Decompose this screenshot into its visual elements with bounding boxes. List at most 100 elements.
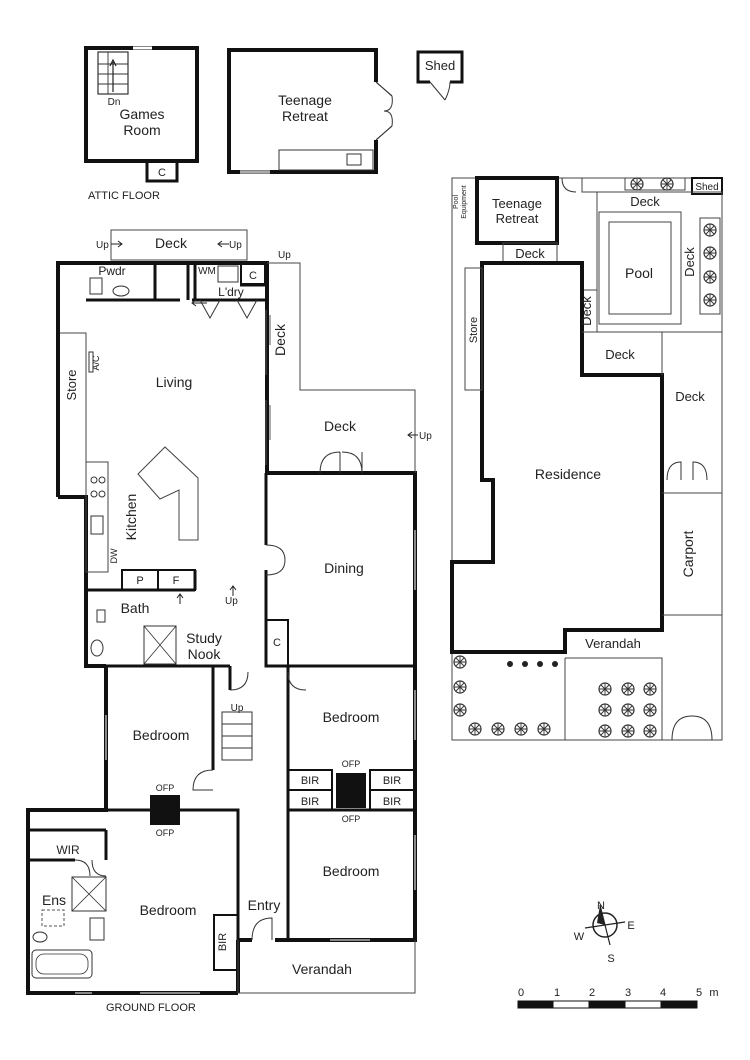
kitchen-island xyxy=(137,446,199,541)
bath-label: Bath xyxy=(121,600,150,616)
hall-cupboard xyxy=(265,619,289,667)
pool-equipment-label: Pool xyxy=(453,195,460,209)
dining-label: Dining xyxy=(324,560,364,576)
compass-n: N xyxy=(597,900,605,912)
site-teenage-label-line2: Retreat xyxy=(496,211,539,226)
site-verandah-label: Verandah xyxy=(585,636,641,651)
french-doors xyxy=(319,451,363,474)
fridge xyxy=(157,569,196,591)
up-label: Up xyxy=(278,250,291,261)
scale-tick-1: 1 xyxy=(554,987,560,999)
laundry-label: L'dry xyxy=(218,285,244,299)
retreat-bench xyxy=(278,149,374,171)
wm-box xyxy=(217,265,239,283)
site-shed-label: Shed xyxy=(695,182,718,193)
arrow-icon xyxy=(111,240,123,248)
ensuite-shower xyxy=(71,876,107,912)
verandah-label: Verandah xyxy=(292,961,352,977)
gate-icon xyxy=(666,461,708,481)
teenage-retreat-label-line1: Teenage xyxy=(278,92,332,108)
arrow-icon xyxy=(217,240,229,248)
pool-label: Pool xyxy=(625,265,653,281)
bir-label: BIR xyxy=(301,775,319,787)
site-store-label: Store xyxy=(468,317,480,343)
bedroom-1-label: Bedroom xyxy=(133,727,190,743)
dw-label: DW xyxy=(109,548,119,563)
toilet-icon xyxy=(32,931,48,943)
bedroom-3-label: Bedroom xyxy=(323,863,380,879)
deck-top xyxy=(110,229,248,261)
attic-floor-label: ATTIC FLOOR xyxy=(88,190,160,202)
scale-tick-3: 3 xyxy=(625,987,631,999)
residence-walls xyxy=(450,261,664,654)
site-shed xyxy=(691,177,723,195)
site-deck-lower-label: Deck xyxy=(605,347,635,362)
site-teenage-label-line1: Teenage xyxy=(492,196,542,211)
ofp-label: OFP xyxy=(156,828,175,838)
compass-w: W xyxy=(574,931,585,943)
wm-label: WM xyxy=(198,266,216,277)
hall-cupboard-label: C xyxy=(273,637,281,649)
up-label: Up xyxy=(419,431,432,442)
pool-equipment-label-2: Equipment xyxy=(461,185,468,219)
store-left xyxy=(58,332,87,498)
bir-label: BIR xyxy=(301,796,319,808)
pool-deck xyxy=(596,191,723,333)
fireplace-left xyxy=(150,795,180,825)
shed-label: Shed xyxy=(425,58,455,73)
toilet-icon xyxy=(112,285,130,297)
attic-cupboard-label: C xyxy=(158,167,166,179)
scale-tick-5: 5 xyxy=(696,987,702,999)
up-label: Up xyxy=(229,240,242,251)
verandah xyxy=(237,940,416,994)
fireplace-right xyxy=(336,773,366,808)
teenage-retreat-walls xyxy=(227,48,378,174)
kitchen-label: Kitchen xyxy=(123,494,139,541)
games-room-walls xyxy=(84,46,199,163)
ofp-label: OFP xyxy=(342,759,361,769)
compass-s: S xyxy=(607,953,614,965)
games-room-label-line2: Room xyxy=(123,122,160,138)
site-deck-label: Deck xyxy=(515,246,545,261)
bir-label: BIR xyxy=(383,796,401,808)
bedroom-2-label: Bedroom xyxy=(323,709,380,725)
bir-box xyxy=(287,789,333,811)
pool-equipment-line1: Pool xyxy=(453,195,460,209)
study-nook-label-line1: Study xyxy=(186,630,222,646)
teenage-retreat-label-line2: Retreat xyxy=(282,108,328,124)
scale-tick-4: 4 xyxy=(660,987,666,999)
shower-icon xyxy=(143,625,177,665)
bir-label: BIR xyxy=(383,775,401,787)
compass-e: E xyxy=(627,920,634,932)
compass-circle-icon xyxy=(592,912,618,938)
site-store xyxy=(464,267,483,391)
up-label: Up xyxy=(225,596,238,607)
arrow-icon xyxy=(191,299,207,307)
living-label: Living xyxy=(156,374,193,390)
arrow-icon xyxy=(229,585,237,596)
toilet-icon xyxy=(90,639,104,657)
up-label: Up xyxy=(96,240,109,251)
scale-bar: 0 1 2 3 4 5 m xyxy=(517,987,719,1009)
pwdr-label: Pwdr xyxy=(98,264,125,278)
deck-side xyxy=(267,262,416,473)
store-left-label: Store xyxy=(64,369,79,400)
bedroom-4-label: Bedroom xyxy=(140,902,197,918)
sink-icon xyxy=(90,515,104,535)
dn-label: Dn xyxy=(108,97,121,108)
verandah-posts xyxy=(507,661,558,667)
site-deck-right-label: Deck xyxy=(675,389,705,404)
site-deck-side-label: Deck xyxy=(579,296,594,326)
arrow-icon xyxy=(407,431,418,439)
pool-surround xyxy=(598,211,682,325)
attic-stairs xyxy=(97,51,129,95)
deck-side-label: Deck xyxy=(272,323,288,356)
stairs-arrow-icon xyxy=(109,58,117,92)
site-plan: Pool Equipment Teenage Retreat Deck Shed… xyxy=(450,176,723,741)
bath-tub xyxy=(31,949,93,979)
study-nook-label-line2: Nook xyxy=(188,646,222,662)
ground-floor-label: GROUND FLOOR xyxy=(106,1002,196,1014)
shed-walls xyxy=(416,50,464,84)
laundry-cupboard xyxy=(240,263,266,285)
cooktop-icon xyxy=(90,476,106,498)
